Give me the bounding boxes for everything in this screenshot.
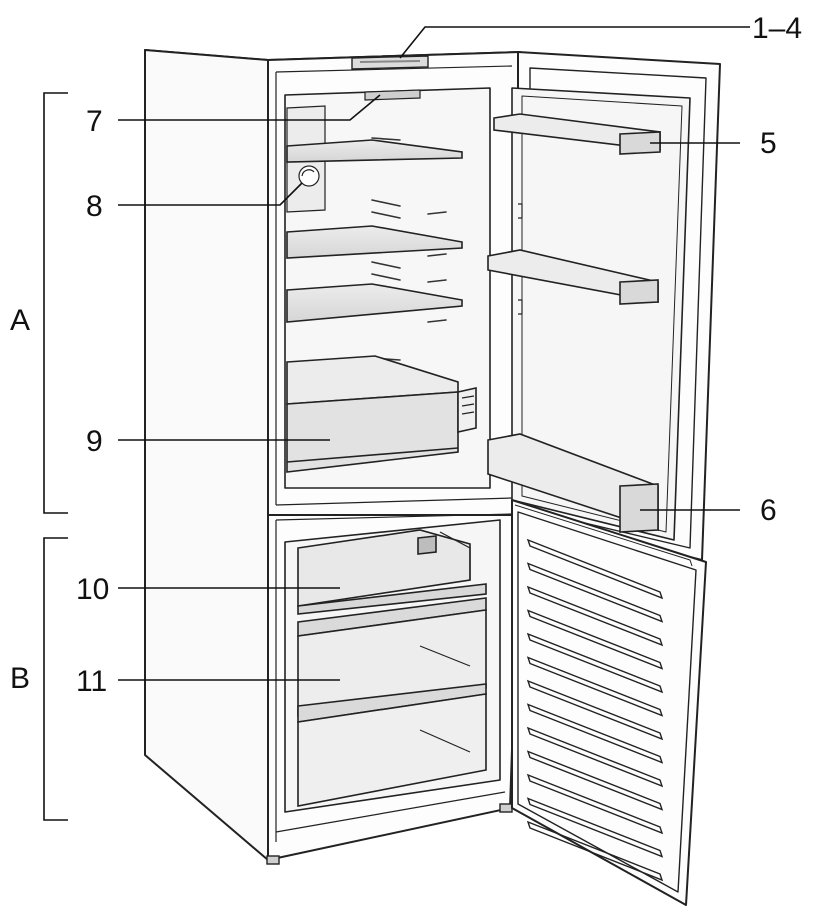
freezer-door-rib: [526, 679, 664, 741]
freezer-door-rib: [526, 632, 664, 694]
freezer-drawer-upper: [297, 529, 487, 615]
label-section-a: A: [10, 304, 30, 337]
label-section-b: B: [10, 662, 30, 695]
freezer-door-rib: [526, 585, 664, 647]
freezer-door-rib: [526, 703, 664, 764]
vegetable-container: [286, 355, 477, 473]
control-panel: [351, 55, 429, 70]
freezer-door-rib: [526, 773, 664, 835]
label-door-shelf-upper: 5: [760, 127, 777, 160]
door-shelf-middle: [487, 249, 659, 305]
interior-light: [364, 89, 421, 101]
freezer-door-rib: [526, 609, 664, 670]
label-temperature-sensor: 8: [86, 190, 103, 223]
door-shelf-bottom: [487, 433, 659, 533]
freezer-door-rib: [526, 820, 664, 882]
freezer-door-rib: [526, 656, 664, 717]
label-freezer-drawer-lower: 11: [76, 665, 107, 698]
freezer-door-ribs: [526, 538, 664, 882]
label-controls: 1–4: [752, 12, 802, 45]
freezer-door-rib: [526, 726, 664, 788]
label-vegetable-container: 9: [86, 425, 103, 458]
leader-lines: [118, 26, 750, 681]
freezer-door-rib: [526, 797, 664, 858]
freezer-door-rib: [526, 538, 664, 600]
freezer-door-rib: [526, 750, 664, 811]
label-door-shelf-bottom: 6: [760, 494, 777, 527]
glass-shelves: [286, 139, 463, 323]
freezer-door: [511, 499, 707, 906]
freezer-drawer-lower: [297, 597, 487, 807]
door-shelf-upper: [493, 113, 661, 155]
label-freezer-drawer-upper: 10: [76, 573, 109, 606]
label-interior-light: 7: [86, 105, 103, 138]
section-brackets: [43, 92, 68, 821]
freezer-door-rib: [526, 562, 664, 623]
